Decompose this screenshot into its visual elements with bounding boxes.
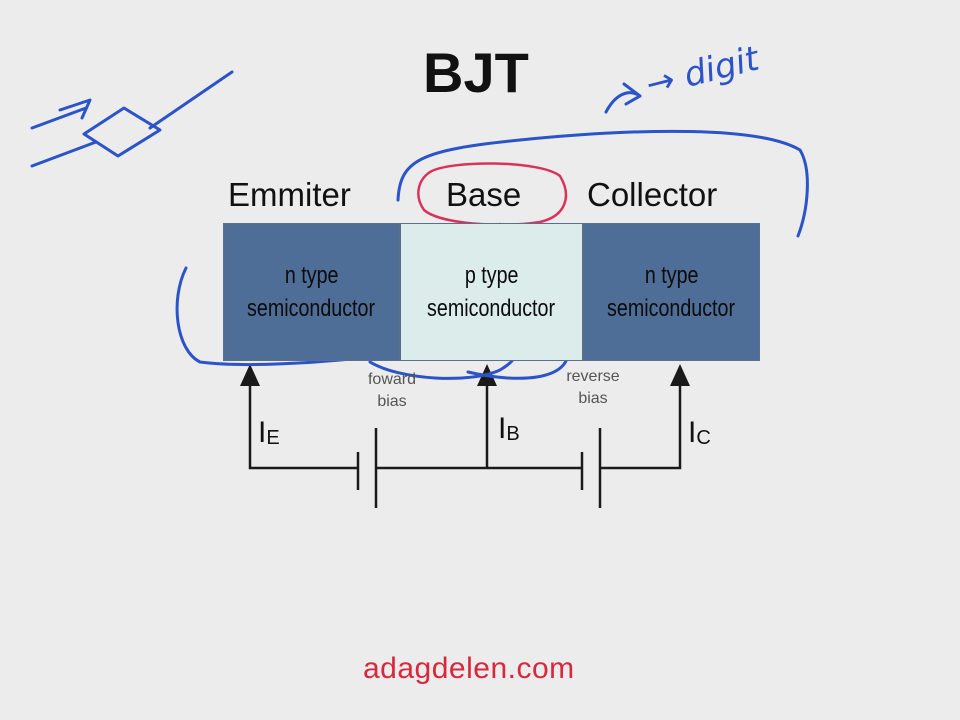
hw-transistor-sketch [30, 70, 234, 168]
handwriting-blue [30, 70, 809, 380]
collector-material: semiconductor [607, 295, 736, 322]
base-type: p type [464, 262, 519, 289]
hw-base-circle [417, 162, 568, 226]
emitter-current-label: IE [258, 416, 280, 449]
base-material: semiconductor [427, 295, 556, 322]
emitter-type: n type [284, 262, 339, 289]
collector-arrowhead [670, 364, 690, 386]
base-block: p type semiconductor [400, 223, 583, 361]
footer-website: adagdelen.com [363, 652, 575, 685]
page-title: BJT [423, 41, 529, 104]
base-current-label: IB [498, 412, 520, 445]
emitter-arrowhead [240, 364, 260, 386]
forward-bias-label: foward bias [367, 371, 417, 410]
collector-block: n type semiconductor [583, 223, 760, 361]
reverse-bias-label: reverse bias [566, 368, 620, 407]
hw-arrow-scribble [604, 82, 642, 114]
hw-bracket-line [396, 129, 809, 238]
emitter-wire [248, 380, 358, 470]
collector-current-label: IC [688, 416, 711, 449]
emitter-material: semiconductor [247, 295, 376, 322]
circuit-wires [248, 380, 682, 508]
collector-wire [600, 380, 682, 470]
emitter-label: Emmiter [228, 176, 351, 213]
emitter-block: n type semiconductor [223, 223, 400, 361]
collector-type: n type [644, 262, 699, 289]
collector-label: Collector [587, 176, 718, 213]
base-label: Base [446, 176, 522, 213]
